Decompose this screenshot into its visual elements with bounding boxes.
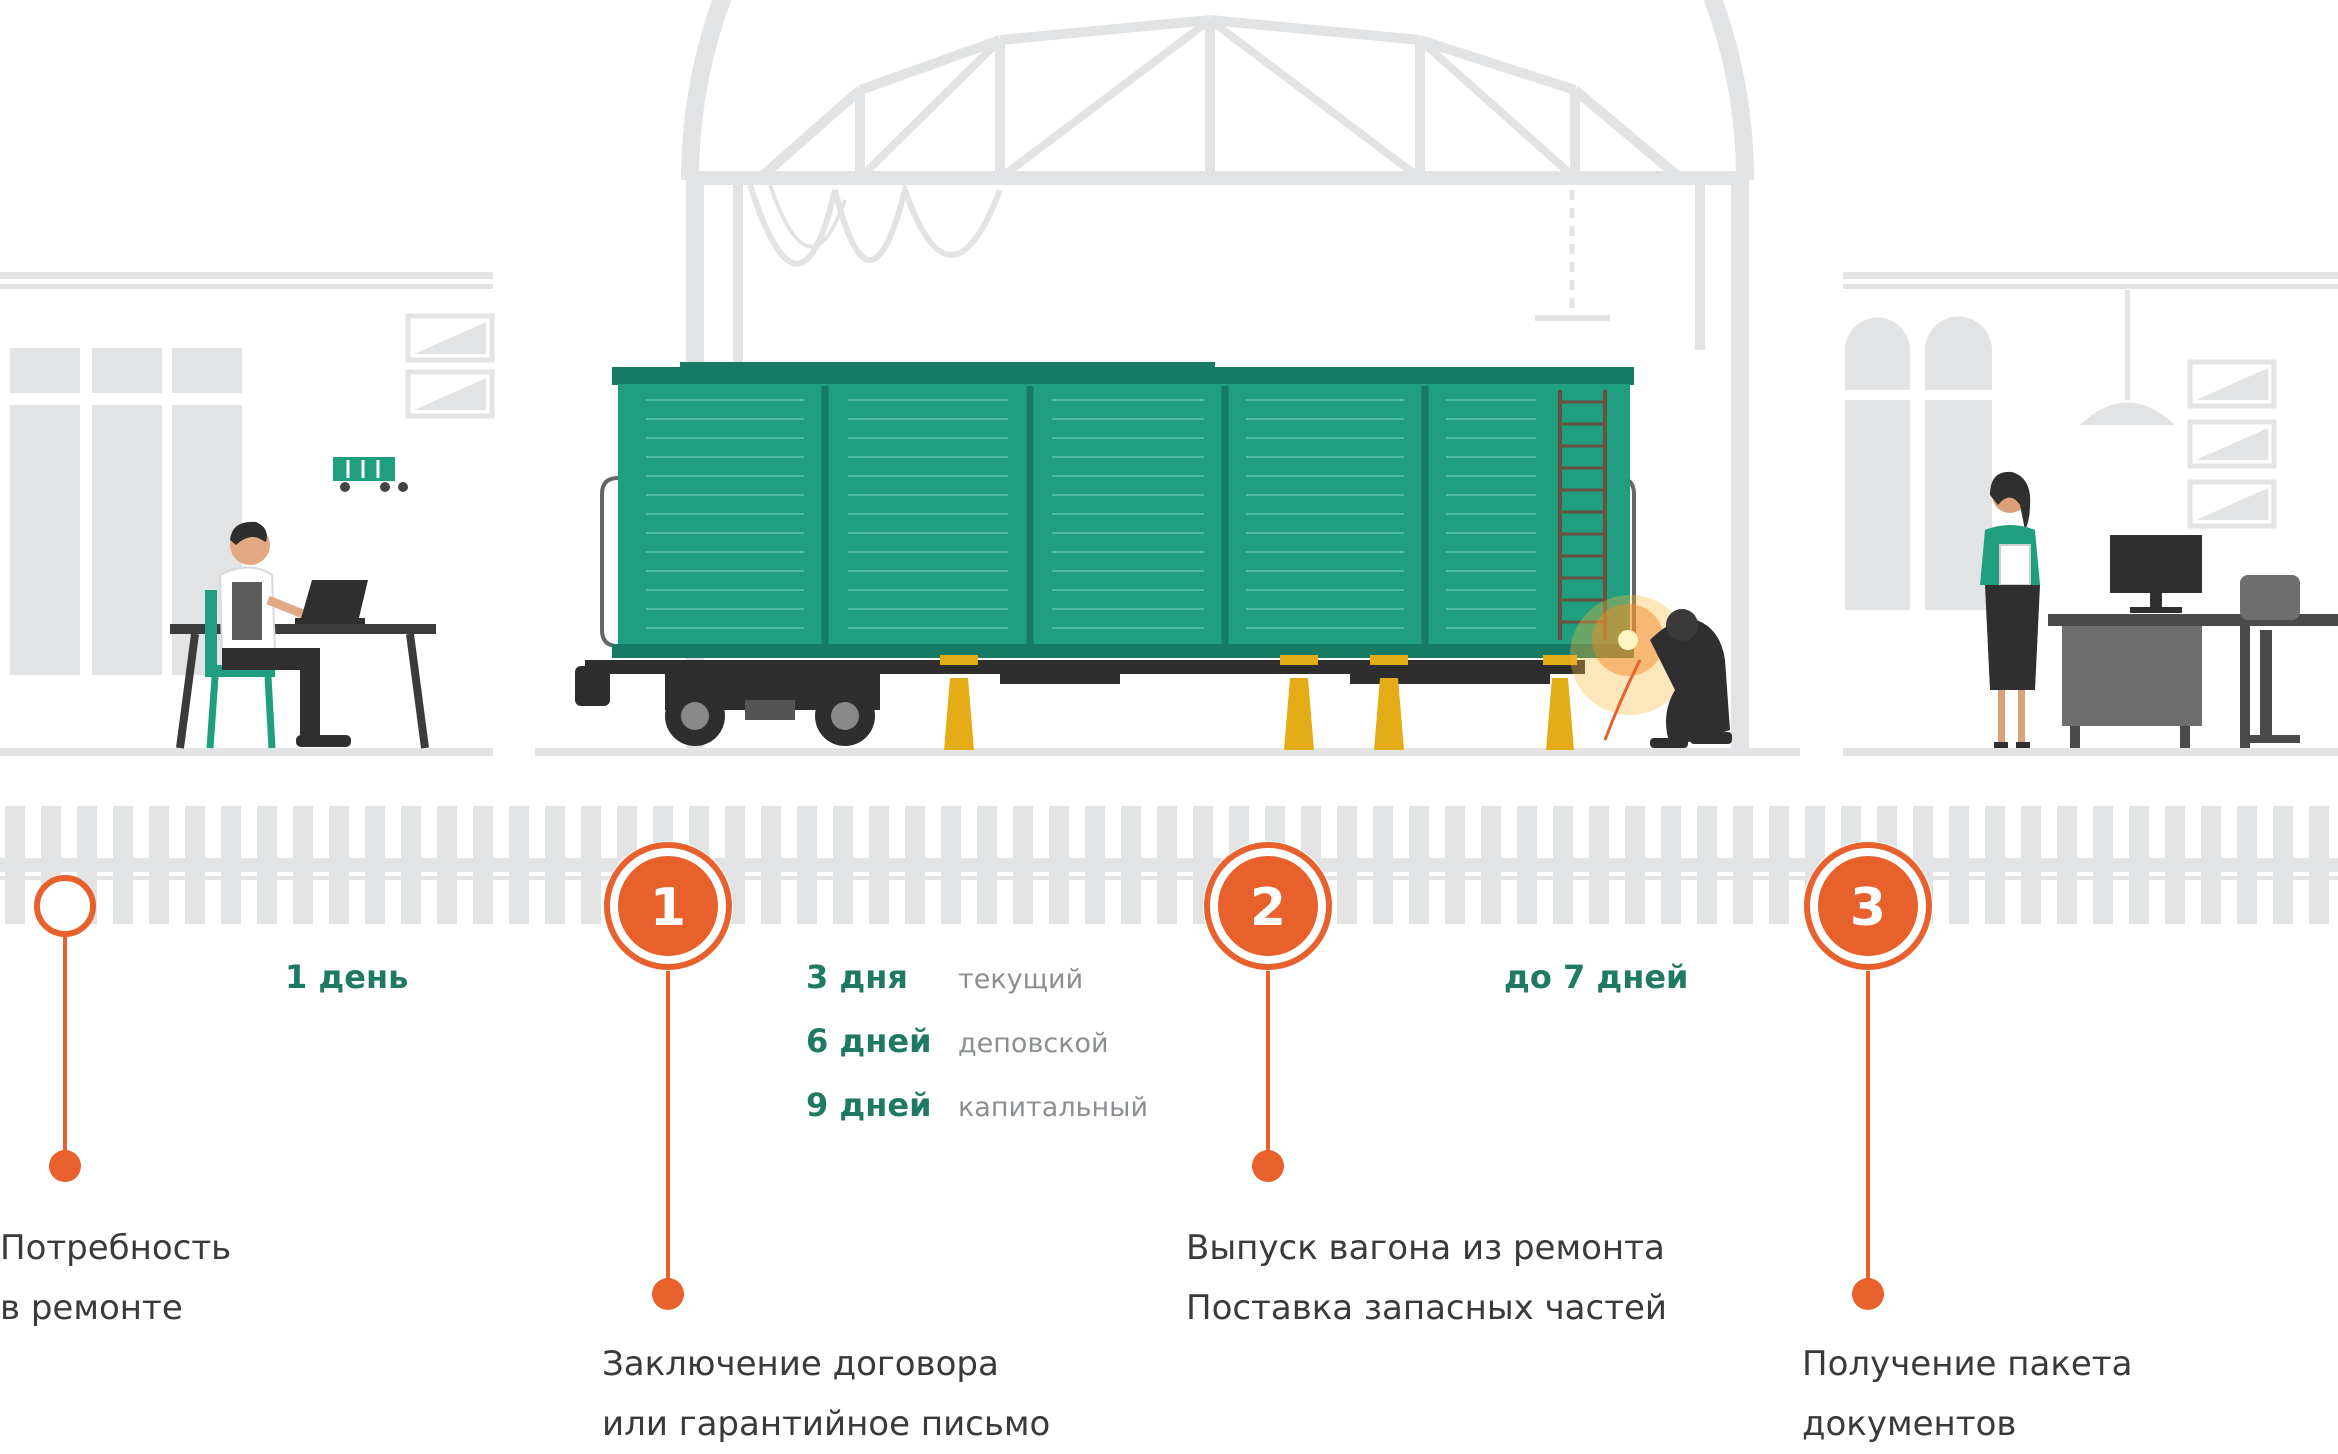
step-caption-2-line-1: Выпуск вагона из ремонта (1186, 1228, 1665, 1268)
step-caption-1-line-1: Заключение договора (602, 1344, 999, 1384)
mini-wagon-icon (333, 457, 408, 492)
step-dot (1252, 1150, 1284, 1182)
step-caption-3: Получение пакета документов (1802, 1334, 2132, 1454)
step-caption-3-line-2: документов (1802, 1404, 2017, 1444)
step-number: 2 (1250, 878, 1286, 938)
railway-track-icon (0, 806, 2338, 924)
step-marker-2: 2 (1203, 841, 1333, 1182)
man-at-laptop-icon (170, 521, 436, 749)
start-circle (34, 875, 96, 937)
step-caption-0-line-2: в ремонте (0, 1288, 183, 1328)
jack-supports (940, 655, 1577, 750)
right-office-backdrop (1843, 272, 2338, 756)
repair-type-2: деповской (958, 1028, 1109, 1059)
step-marker-3: 3 (1803, 841, 1933, 1310)
step-caption-0: Потребность в ремонте (0, 1218, 231, 1338)
step-marker-1: 1 (603, 841, 733, 1310)
step-dot (49, 1150, 81, 1182)
duration-first: 1 день (285, 958, 409, 996)
repair-type-3: капитальный (958, 1092, 1149, 1123)
step-caption-0-line-1: Потребность (0, 1228, 232, 1268)
duration-last: до 7 дней (1504, 958, 1689, 996)
step-dot (652, 1278, 684, 1310)
depot-hangar (535, 0, 1800, 756)
duration-repair-days-2: 6 дней (806, 1022, 932, 1060)
woman-with-documents-icon (1980, 471, 2040, 748)
repair-type-1: текущий (958, 964, 1084, 995)
step-dot (1852, 1278, 1884, 1310)
welder-icon (1570, 595, 1732, 748)
duration-repair-days-3: 9 дней (806, 1086, 932, 1124)
step-caption-2: Выпуск вагона из ремонта Поставка запасн… (1186, 1218, 1667, 1338)
boxcar-icon (575, 362, 1636, 746)
step-marker-0 (34, 875, 96, 1182)
desk-with-computer-icon (2048, 535, 2338, 748)
step-caption-1: Заключение договора или гарантийное пись… (602, 1334, 1050, 1454)
step-number: 1 (650, 878, 686, 938)
step-caption-2-line-2: Поставка запасных частей (1186, 1288, 1668, 1328)
step-number: 3 (1850, 878, 1886, 938)
step-caption-1-line-2: или гарантийное письмо (602, 1404, 1051, 1444)
step-caption-3-line-1: Получение пакета (1802, 1344, 2133, 1384)
duration-repair-days-1: 3 дня (806, 958, 908, 996)
